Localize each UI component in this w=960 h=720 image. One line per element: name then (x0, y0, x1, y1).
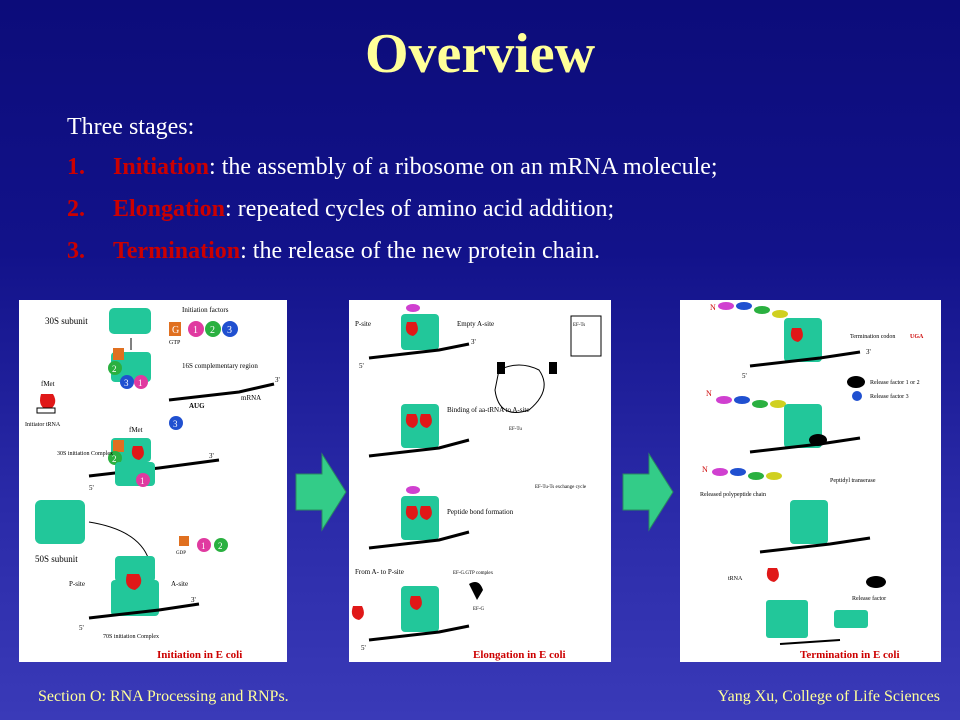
stage-term: Termination (113, 238, 241, 264)
svg-text:Peptide bond formation: Peptide bond formation (447, 508, 514, 516)
svg-text:5': 5' (89, 484, 94, 492)
svg-text:N: N (706, 389, 712, 398)
svg-text:G: G (172, 325, 179, 336)
svg-text:Empty A-site: Empty A-site (457, 320, 494, 328)
stage-description: : the release of the new protein chain. (240, 238, 600, 264)
svg-text:fMet: fMet (129, 426, 143, 434)
stage-number: 3. (67, 238, 85, 264)
svg-text:fMet: fMet (41, 380, 55, 388)
stage-number: 1. (67, 154, 85, 180)
large-subunit-shape (35, 500, 85, 544)
stage-number: 2. (67, 196, 85, 222)
svg-text:5': 5' (742, 372, 747, 380)
elongation-diagram: P-site Empty A-site 5' 3' EF-Ts Binding … (349, 300, 611, 662)
svg-text:From A- to P-site: From A- to P-site (355, 568, 404, 576)
svg-text:2: 2 (112, 454, 117, 464)
elongation-caption: Elongation in E coli (473, 649, 566, 661)
svg-text:UGA: UGA (910, 334, 924, 340)
svg-text:N: N (702, 465, 708, 474)
svg-text:Termination codon: Termination codon (850, 334, 895, 340)
footer-right: Yang Xu, College of Life Sciences (717, 688, 940, 705)
svg-text:N: N (710, 303, 716, 312)
svg-text:3: 3 (173, 419, 178, 429)
svg-text:EF-G.GTP complex: EF-G.GTP complex (453, 571, 494, 576)
initiation-panel: 30S subunit Initiation factors G 1 2 3 G… (19, 300, 287, 662)
slide-title: Overview (364, 23, 596, 85)
svg-text:P-site: P-site (69, 580, 85, 588)
elongation-panel: P-site Empty A-site 5' 3' EF-Ts Binding … (349, 300, 611, 662)
stage-description: : repeated cycles of amino acid addition… (225, 196, 615, 222)
stage-description: : the assembly of a ribosome on an mRNA … (209, 154, 718, 180)
label-factors: Initiation factors (182, 306, 229, 314)
label-30s: 30S subunit (45, 316, 88, 326)
svg-text:1: 1 (138, 378, 143, 388)
svg-text:EF-Tu: EF-Tu (509, 427, 522, 432)
svg-text:5': 5' (79, 624, 84, 632)
svg-text:Peptidyl transerase: Peptidyl transerase (830, 478, 876, 484)
svg-text:GDP: GDP (176, 551, 186, 556)
svg-text:Initiator tRNA: Initiator tRNA (25, 422, 61, 428)
svg-text:tRNA: tRNA (728, 576, 743, 582)
svg-text:EF-Tu-Ts exchange cycle: EF-Tu-Ts exchange cycle (535, 485, 587, 490)
svg-text:1: 1 (140, 476, 145, 486)
svg-text:1: 1 (201, 541, 206, 551)
svg-text:mRNA: mRNA (241, 394, 261, 402)
svg-text:3': 3' (471, 338, 476, 346)
factor-3-circle (222, 321, 238, 337)
termination-diagram: N Termination codon UGA 5' 3' N Release … (680, 300, 941, 662)
stage-item-initiation: 1. Initiation: the assembly of a ribosome… (67, 154, 718, 181)
factor-2-circle (205, 321, 221, 337)
right-arrow-icon (295, 452, 347, 532)
svg-text:EF-Ts: EF-Ts (573, 323, 585, 328)
svg-text:16S complementary region: 16S complementary region (182, 362, 258, 370)
svg-text:AUG: AUG (189, 402, 205, 410)
footer-left: Section O: RNA Processing and RNPs. (38, 688, 289, 705)
svg-text:2: 2 (218, 541, 223, 551)
svg-text:1: 1 (193, 325, 198, 336)
stage-term: Elongation (113, 196, 226, 222)
svg-text:3: 3 (124, 378, 129, 388)
svg-text:5': 5' (361, 644, 366, 652)
svg-text:Release factor 1 or 2: Release factor 1 or 2 (870, 379, 920, 386)
svg-text:50S subunit: 50S subunit (35, 554, 78, 564)
initiation-diagram: 30S subunit Initiation factors G 1 2 3 G… (19, 300, 287, 662)
small-subunit-shape (109, 308, 151, 334)
svg-text:Binding of aa-tRNA to A-site: Binding of aa-tRNA to A-site (447, 406, 529, 414)
svg-text:70S initiation Complex: 70S initiation Complex (103, 634, 159, 640)
svg-text:Release factor: Release factor (852, 595, 886, 602)
svg-text:3': 3' (191, 596, 196, 604)
svg-text:A-site: A-site (171, 580, 188, 588)
svg-text:3': 3' (866, 348, 871, 356)
svg-text:P-site: P-site (355, 320, 371, 328)
svg-text:3': 3' (275, 376, 280, 384)
gtp-g-box (169, 322, 181, 336)
stage-item-termination: 3. Termination: the release of the new pr… (67, 238, 600, 265)
mrna-strand (168, 382, 275, 402)
stage-term: Initiation (113, 154, 210, 180)
svg-text:Release factor 3: Release factor 3 (870, 393, 909, 400)
initiation-caption: Initiation in E coli (157, 649, 242, 661)
svg-text:2: 2 (210, 325, 215, 336)
svg-text:EF-G: EF-G (473, 607, 485, 612)
svg-text:Released polypeptide chain: Released polypeptide chain (700, 492, 766, 498)
termination-caption: Termination in E coli (800, 649, 900, 661)
factor-1-circle (188, 321, 204, 337)
svg-text:3: 3 (227, 325, 232, 336)
initiator-trna-shape (40, 394, 56, 410)
svg-text:5': 5' (359, 362, 364, 370)
svg-text:2: 2 (112, 364, 117, 374)
stage-item-elongation: 2. Elongation: repeated cycles of amino a… (67, 196, 614, 223)
svg-text:3': 3' (209, 452, 214, 460)
termination-panel: N Termination codon UGA 5' 3' N Release … (680, 300, 941, 662)
svg-text:GTP: GTP (169, 340, 181, 346)
intro-text: Three stages: (67, 114, 195, 140)
svg-text:30S initiation Complex: 30S initiation Complex (57, 451, 113, 457)
right-arrow-icon (622, 452, 674, 532)
